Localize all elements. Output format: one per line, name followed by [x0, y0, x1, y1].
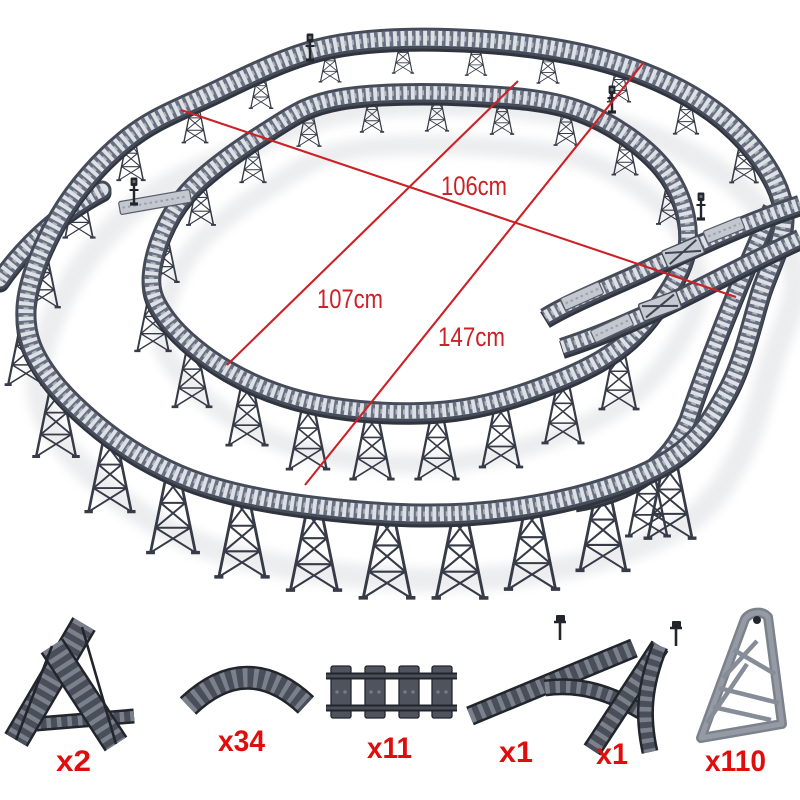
part-crossing-tracks — [4, 617, 135, 752]
part-switch-track-left — [466, 615, 647, 726]
signal-post — [129, 177, 139, 206]
switch-plate — [118, 189, 192, 215]
qty-label-crossing: x2 — [56, 745, 91, 778]
crossing-diamond — [637, 290, 683, 322]
part-curved-track — [179, 665, 315, 715]
dimension-line-147cm — [304, 61, 645, 486]
qty-label-switch-right: x1 — [596, 738, 628, 771]
crossing-diamond — [660, 235, 706, 269]
qty-label-switch-left: x1 — [499, 736, 533, 769]
part-trestle-support — [696, 607, 787, 743]
part-switch-track-right — [583, 621, 682, 756]
qty-label-straight: x11 — [367, 732, 412, 765]
dimension-label-106cm: 106cm — [441, 171, 507, 201]
dimension-label-147cm: 147cm — [438, 322, 505, 352]
part-straight-track — [326, 665, 457, 719]
dimension-line-106cm — [180, 109, 737, 298]
qty-label-trestle: x110 — [705, 745, 766, 778]
parts-row — [4, 607, 787, 756]
qty-label-curved: x34 — [218, 725, 265, 758]
signal-post — [696, 192, 706, 221]
signal-post — [305, 33, 315, 62]
dimension-line-107cm — [226, 80, 519, 366]
switch-plate — [590, 313, 634, 343]
switch-plate — [703, 216, 745, 244]
dimension-label-107cm: 107cm — [317, 284, 383, 314]
switch-plate — [560, 281, 604, 311]
